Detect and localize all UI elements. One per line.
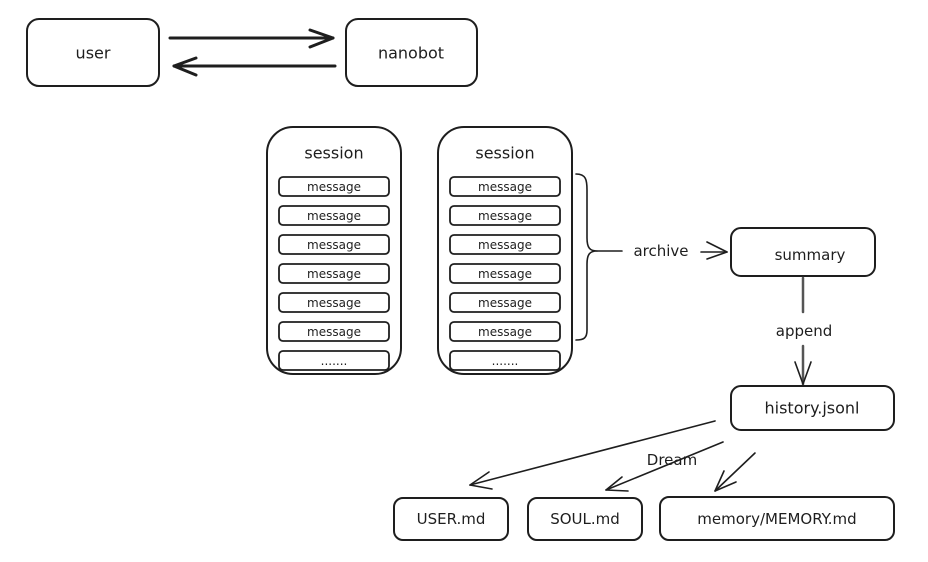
response-arrow: [172, 56, 337, 77]
nanobot-node[interactable]: nanobot: [345, 18, 478, 87]
message-item[interactable]: message: [449, 263, 561, 284]
archive-arrow: [700, 241, 728, 260]
session-title: session: [475, 144, 534, 163]
message-label: message: [307, 238, 361, 252]
dream-label: Dream: [647, 451, 697, 469]
message-item[interactable]: message: [278, 263, 390, 284]
message-label: message: [307, 296, 361, 310]
archive-label: archive: [633, 242, 688, 260]
history-label: history.jsonl: [765, 399, 860, 418]
session-title: session: [304, 144, 363, 163]
message-item[interactable]: message: [449, 321, 561, 342]
message-item[interactable]: message: [449, 234, 561, 255]
message-label: message: [478, 267, 532, 281]
message-label: message: [307, 209, 361, 223]
memory-md-node[interactable]: memory/MEMORY.md: [659, 496, 895, 541]
message-item[interactable]: message: [278, 292, 390, 313]
user-label: user: [76, 44, 111, 63]
more-messages-item[interactable]: .......: [278, 350, 390, 371]
request-arrow: [168, 28, 335, 49]
session-2: session message message message message mess…: [437, 126, 573, 375]
dream-arrow-memory: [714, 452, 756, 492]
message-label: message: [478, 325, 532, 339]
user-node[interactable]: user: [26, 18, 160, 87]
session-1: session message message message message mess…: [266, 126, 402, 375]
message-item[interactable]: message: [278, 234, 390, 255]
more-messages-item[interactable]: .......: [449, 350, 561, 371]
message-item[interactable]: message: [278, 176, 390, 197]
message-label: message: [478, 296, 532, 310]
message-item[interactable]: message: [278, 205, 390, 226]
message-item[interactable]: message: [449, 292, 561, 313]
soul-md-label: SOUL.md: [550, 510, 620, 528]
message-label: message: [478, 238, 532, 252]
message-item[interactable]: message: [449, 176, 561, 197]
message-label: message: [307, 267, 361, 281]
summary-label: summary: [775, 246, 846, 264]
message-label: message: [478, 209, 532, 223]
message-label: message: [307, 180, 361, 194]
message-item[interactable]: message: [449, 205, 561, 226]
summary-node[interactable]: summary: [730, 227, 876, 277]
archive-brace: [575, 173, 623, 341]
append-arrow: [794, 276, 812, 386]
message-label: .......: [321, 354, 348, 368]
message-label: message: [478, 180, 532, 194]
soul-md-node[interactable]: SOUL.md: [527, 497, 643, 541]
message-item[interactable]: message: [278, 321, 390, 342]
dream-arrow-user: [469, 420, 716, 490]
append-label: append: [776, 322, 833, 340]
user-md-label: USER.md: [417, 510, 486, 528]
message-label: message: [307, 325, 361, 339]
memory-md-label: memory/MEMORY.md: [697, 510, 856, 528]
user-md-node[interactable]: USER.md: [393, 497, 509, 541]
message-label: .......: [492, 354, 519, 368]
nanobot-label: nanobot: [378, 44, 444, 63]
dream-arrow-soul: [605, 441, 724, 492]
history-node[interactable]: history.jsonl: [730, 385, 895, 431]
